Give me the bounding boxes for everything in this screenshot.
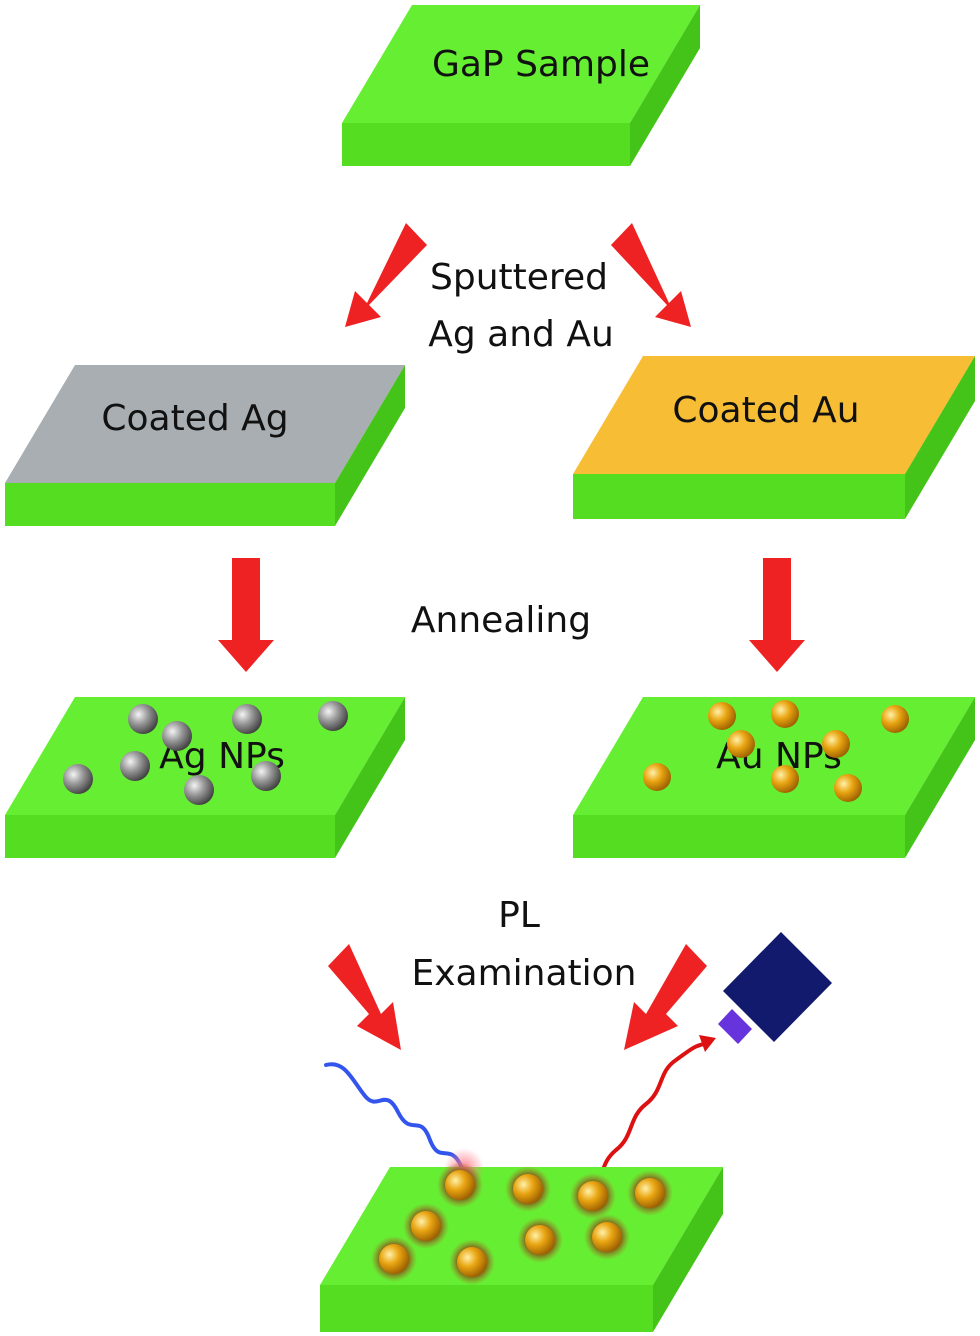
red-arrow-icon <box>624 944 707 1050</box>
coated-ag-label: Coated Ag <box>101 398 288 439</box>
pl-sample-top <box>320 1167 723 1285</box>
red-arrow-icon <box>749 558 805 672</box>
ag-nanoparticles <box>63 701 348 805</box>
ag-nps-sample: Ag NPs <box>5 697 405 858</box>
anneal-label: Annealing <box>411 600 591 641</box>
nanoparticle-sphere-icon <box>635 1178 665 1208</box>
coated-ag-side <box>335 365 405 526</box>
gap-sample-label: GaP Sample <box>432 44 650 85</box>
nanoparticle-sphere-icon <box>457 1247 487 1277</box>
anneal-step: Annealing <box>218 558 805 672</box>
pl-sample <box>320 1148 723 1332</box>
red-arrow-icon <box>218 558 274 672</box>
detector-lens <box>718 1009 752 1044</box>
detector-icon <box>718 932 832 1044</box>
nanoparticle-sphere-icon <box>128 704 158 734</box>
detector-body <box>723 932 832 1042</box>
nanoparticle-sphere-icon <box>643 763 671 791</box>
gap-sample: GaP Sample <box>342 5 700 166</box>
emission-wave-head <box>699 1035 716 1052</box>
coated-au-front <box>573 474 905 519</box>
sputter-step: Sputtered Ag and Au <box>345 223 691 355</box>
coated-au-label: Coated Au <box>672 390 859 431</box>
plasmonic-nanoparticles <box>371 1162 673 1285</box>
sputter-label-line1: Sputtered <box>430 257 608 298</box>
nanoparticle-sphere-icon <box>771 700 799 728</box>
coated-ag-sample: Coated Ag <box>5 365 405 526</box>
gap-sample-top <box>342 5 700 123</box>
gap-sample-side <box>630 5 700 166</box>
nanoparticle-sphere-icon <box>411 1211 441 1241</box>
nanoparticle-sphere-icon <box>318 701 348 731</box>
nanoparticle-sphere-icon <box>727 730 755 758</box>
nanoparticle-sphere-icon <box>771 765 799 793</box>
sputter-label-line2: Ag and Au <box>428 314 614 355</box>
ag-nps-front <box>5 815 335 858</box>
coated-ag-top <box>5 365 405 483</box>
nanoparticle-sphere-icon <box>513 1174 543 1204</box>
coated-au-side <box>905 356 975 519</box>
ag-nps-top <box>5 697 405 815</box>
nanoparticle-sphere-icon <box>708 702 736 730</box>
nanoparticle-sphere-icon <box>184 775 214 805</box>
red-arrow-icon <box>345 223 427 327</box>
pl-label-line1: PL <box>498 895 540 936</box>
pl-step: PL Examination <box>328 895 707 1050</box>
au-nanoparticles <box>643 700 909 802</box>
nanoparticle-sphere-icon <box>881 705 909 733</box>
nanoparticle-sphere-icon <box>162 721 192 751</box>
au-nps-front <box>573 815 905 858</box>
red-arrow-icon <box>328 944 401 1050</box>
pl-label-line2: Examination <box>411 953 636 994</box>
nanoparticle-sphere-icon <box>592 1222 622 1252</box>
nanoparticle-sphere-icon <box>822 730 850 758</box>
nanoparticle-sphere-icon <box>120 751 150 781</box>
gap-sample-front <box>342 123 630 166</box>
au-nps-sample: Au NPs <box>573 697 975 858</box>
nanoparticle-sphere-icon <box>232 704 262 734</box>
nanoparticle-sphere-icon <box>379 1244 409 1274</box>
coated-ag-front <box>5 483 335 526</box>
nanoparticle-sphere-icon <box>445 1170 475 1200</box>
coated-au-sample: Coated Au <box>573 356 975 519</box>
pl-sample-side <box>653 1167 723 1332</box>
au-nps-top <box>573 697 975 815</box>
red-arrow-icon <box>611 223 691 327</box>
ag-nps-side <box>335 697 405 858</box>
pl-sample-front <box>320 1285 653 1332</box>
au-nps-side <box>905 697 975 858</box>
nanoparticle-sphere-icon <box>578 1181 608 1211</box>
nanoparticle-sphere-icon <box>525 1225 555 1255</box>
nanoparticle-sphere-icon <box>63 764 93 794</box>
coated-au-top <box>573 356 975 474</box>
nanoparticle-sphere-icon <box>251 761 281 791</box>
nanoparticle-sphere-icon <box>834 774 862 802</box>
